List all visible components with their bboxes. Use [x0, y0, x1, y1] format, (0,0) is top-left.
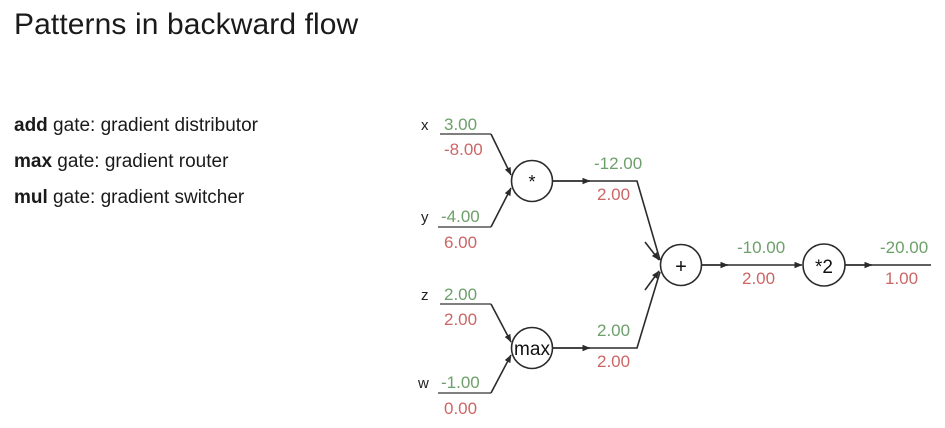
edge-backward-add-mul2: 2.00 [742, 269, 775, 288]
edge-backward-output: 1.00 [885, 269, 918, 288]
list-item: mul gate: gradient switcher [14, 180, 404, 216]
edge-backward-mul-add: 2.00 [597, 185, 630, 204]
input-label-z: z [421, 287, 429, 304]
wire-into-add-top [644, 241, 660, 261]
bullet-text: gate: gradient switcher [47, 187, 245, 208]
bullet-keyword: mul [14, 187, 48, 208]
wire-z-to-max [490, 303, 512, 343]
input-backward-y: 6.00 [444, 233, 477, 252]
bullet-keyword: add [14, 115, 48, 136]
edge-forward-output: -20.00 [880, 238, 928, 257]
wire-w-to-max [490, 354, 512, 394]
input-forward-x: 3.00 [444, 115, 477, 134]
gate-add[interactable] [659, 243, 703, 287]
gate-mul2-label: *2 [815, 257, 833, 278]
input-forward-y: -4.00 [441, 207, 480, 226]
gate-add-label: + [675, 256, 687, 278]
input-label-y: y [421, 209, 429, 226]
list-item: add gate: gradient distributor [14, 108, 404, 144]
input-label-w: w [417, 375, 429, 392]
list-item: max gate: gradient router [14, 144, 404, 180]
bullet-text: gate: gradient router [52, 151, 229, 172]
input-label-x: x [421, 117, 429, 134]
edge-forward-mul-add: -12.00 [594, 154, 642, 173]
bullet-text: gate: gradient distributor [47, 115, 258, 136]
wire-x-to-mul [490, 133, 512, 176]
input-backward-x: -8.00 [444, 140, 483, 159]
input-forward-z: 2.00 [444, 285, 477, 304]
page-title: Patterns in backward flow [14, 8, 359, 41]
edge-backward-max-add: 2.00 [597, 352, 630, 371]
input-backward-z: 2.00 [444, 310, 477, 329]
bullet-keyword: max [14, 151, 53, 172]
gate-max[interactable] [510, 326, 554, 370]
gate-max-label: max [514, 339, 550, 360]
bullet-list: add gate: gradient distributor max gate:… [14, 108, 404, 216]
wire-y-to-mul [490, 187, 512, 228]
input-backward-w: 0.00 [444, 399, 477, 418]
input-forward-w: -1.00 [441, 373, 480, 392]
wire-into-add-bottom [644, 270, 660, 291]
edge-forward-add-mul2: -10.00 [737, 238, 785, 257]
gate-mul[interactable] [510, 159, 554, 203]
edge-forward-max-add: 2.00 [597, 321, 630, 340]
gate-mul-label: * [528, 172, 535, 192]
